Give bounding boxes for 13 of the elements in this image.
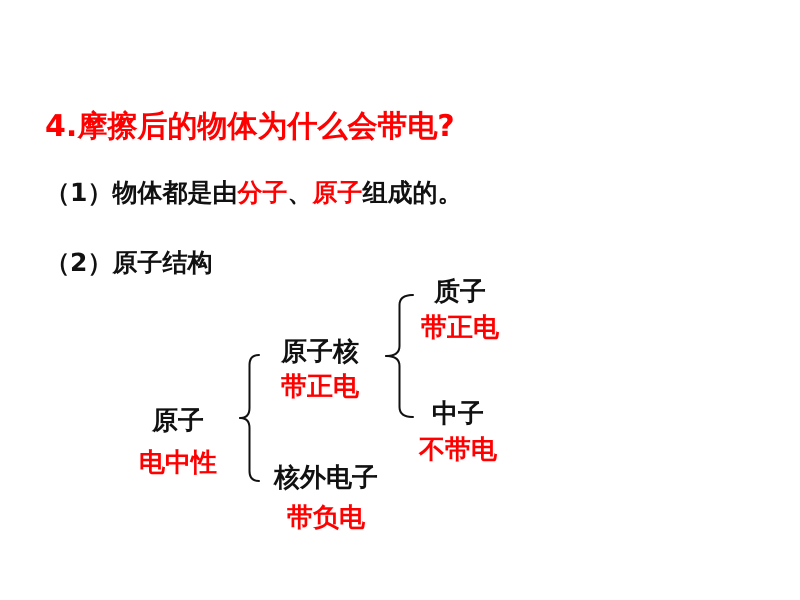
term-label: 原子 [150,406,205,436]
statement-text: （1）物体都是由分子、原子组成的。 [45,178,462,208]
charge-label: 带负电 [286,503,366,533]
term-label: 核外电子 [274,463,378,493]
charge-label: 带正电 [421,313,499,343]
section-heading: （2）原子结构 [45,248,212,278]
charge-label: 不带电 [419,435,497,465]
charge-label: 带正电 [281,372,359,402]
title: 4.摩擦后的物体为什么会带电? [45,109,455,145]
term-label: 原子核 [281,337,359,367]
term-label: 质子 [432,277,487,307]
term-label: 中子 [431,399,485,429]
charge-label: 电中性 [139,448,217,478]
